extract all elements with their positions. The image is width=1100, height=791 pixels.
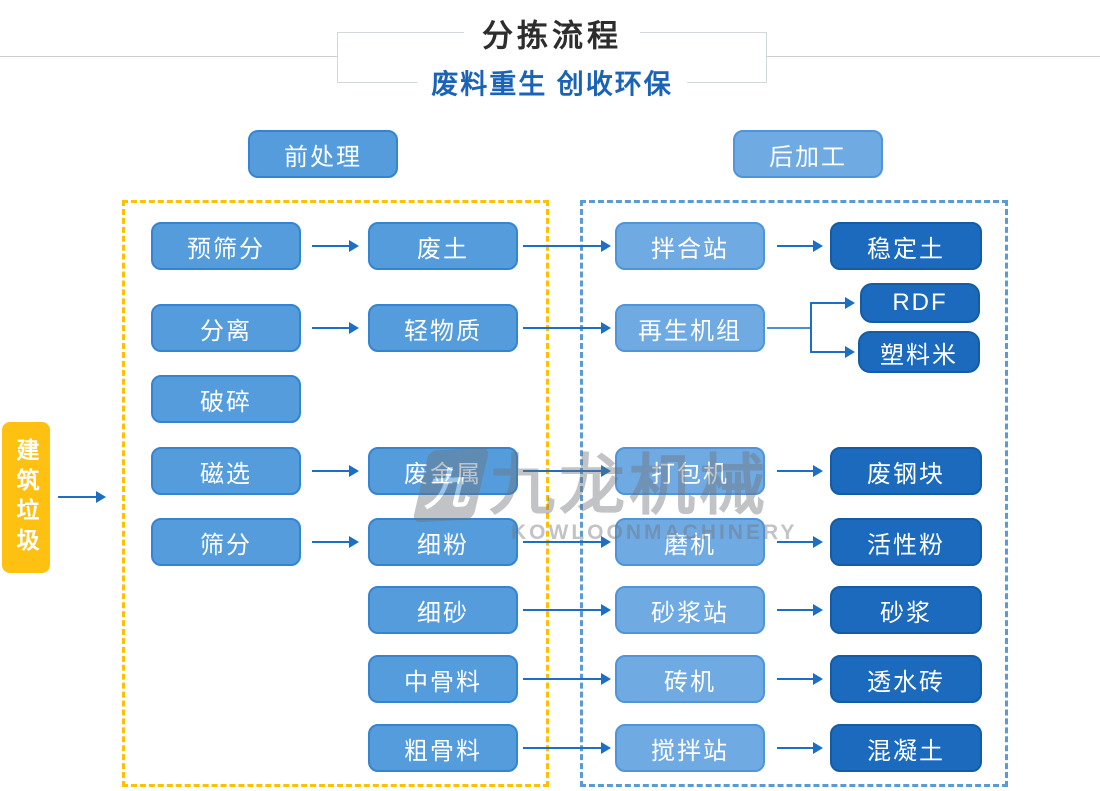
title-frame: 分拣流程 废料重生 创收环保 [337,10,767,102]
node-screening: 筛分 [151,518,301,566]
node-mill: 磨机 [615,518,765,566]
node-pre-sieving: 预筛分 [151,222,301,270]
node-mixing-plant: 拌合站 [615,222,765,270]
flow-arrow [523,327,602,329]
node-active-powder: 活性粉 [830,518,982,566]
flow-arrow [523,245,602,247]
node-magnetic-separation: 磁选 [151,447,301,495]
flow-arrow [523,747,602,749]
node-scrap-steel-block: 废钢块 [830,447,982,495]
node-baler: 打包机 [615,447,765,495]
flow-arrow [312,327,350,329]
fork-stem-line [767,327,810,329]
node-mortar: 砂浆 [830,586,982,634]
node-construction-waste: 建筑垃圾 [2,422,50,573]
node-rdf: RDF [860,283,980,323]
node-coarse-aggregate: 粗骨料 [368,724,518,772]
node-light-material: 轻物质 [368,304,518,352]
flow-arrow [777,541,814,543]
node-medium-aggregate: 中骨料 [368,655,518,703]
flow-arrow [777,609,814,611]
node-stabilized-soil: 稳定土 [830,222,982,270]
node-fine-powder: 细粉 [368,518,518,566]
flow-arrow [523,541,602,543]
section-header-post-processing: 后加工 [733,130,883,178]
flow-arrow [523,470,602,472]
section-header-pre-processing: 前处理 [248,130,398,178]
node-concrete: 混凝土 [830,724,982,772]
node-plastic-pellets: 塑料米 [858,331,980,373]
node-waste-soil: 废土 [368,222,518,270]
node-waste-metal: 废金属 [368,447,518,495]
flow-arrow [312,245,350,247]
node-concrete-mixing-station: 搅拌站 [615,724,765,772]
pre-processing-region [122,200,549,787]
node-fine-sand: 细砂 [368,586,518,634]
node-regeneration-unit: 再生机组 [615,304,765,352]
flow-arrow [58,496,97,498]
flow-arrow [810,351,846,353]
node-mortar-station: 砂浆站 [615,586,765,634]
fork-vertical-line [810,302,812,353]
page-subtitle: 废料重生 创收环保 [417,62,687,102]
node-permeable-brick: 透水砖 [830,655,982,703]
flow-arrow [777,470,814,472]
flow-arrow [777,245,814,247]
node-brick-machine: 砖机 [615,655,765,703]
flow-arrow [777,747,814,749]
flow-arrow [523,678,602,680]
flow-arrow [312,470,350,472]
post-processing-region [580,200,1008,787]
node-crushing: 破碎 [151,375,301,423]
node-separation: 分离 [151,304,301,352]
flow-arrow [777,678,814,680]
flow-arrow [810,302,846,304]
page-title: 分拣流程 [464,10,640,56]
flow-arrow [523,609,602,611]
flow-arrow [312,541,350,543]
